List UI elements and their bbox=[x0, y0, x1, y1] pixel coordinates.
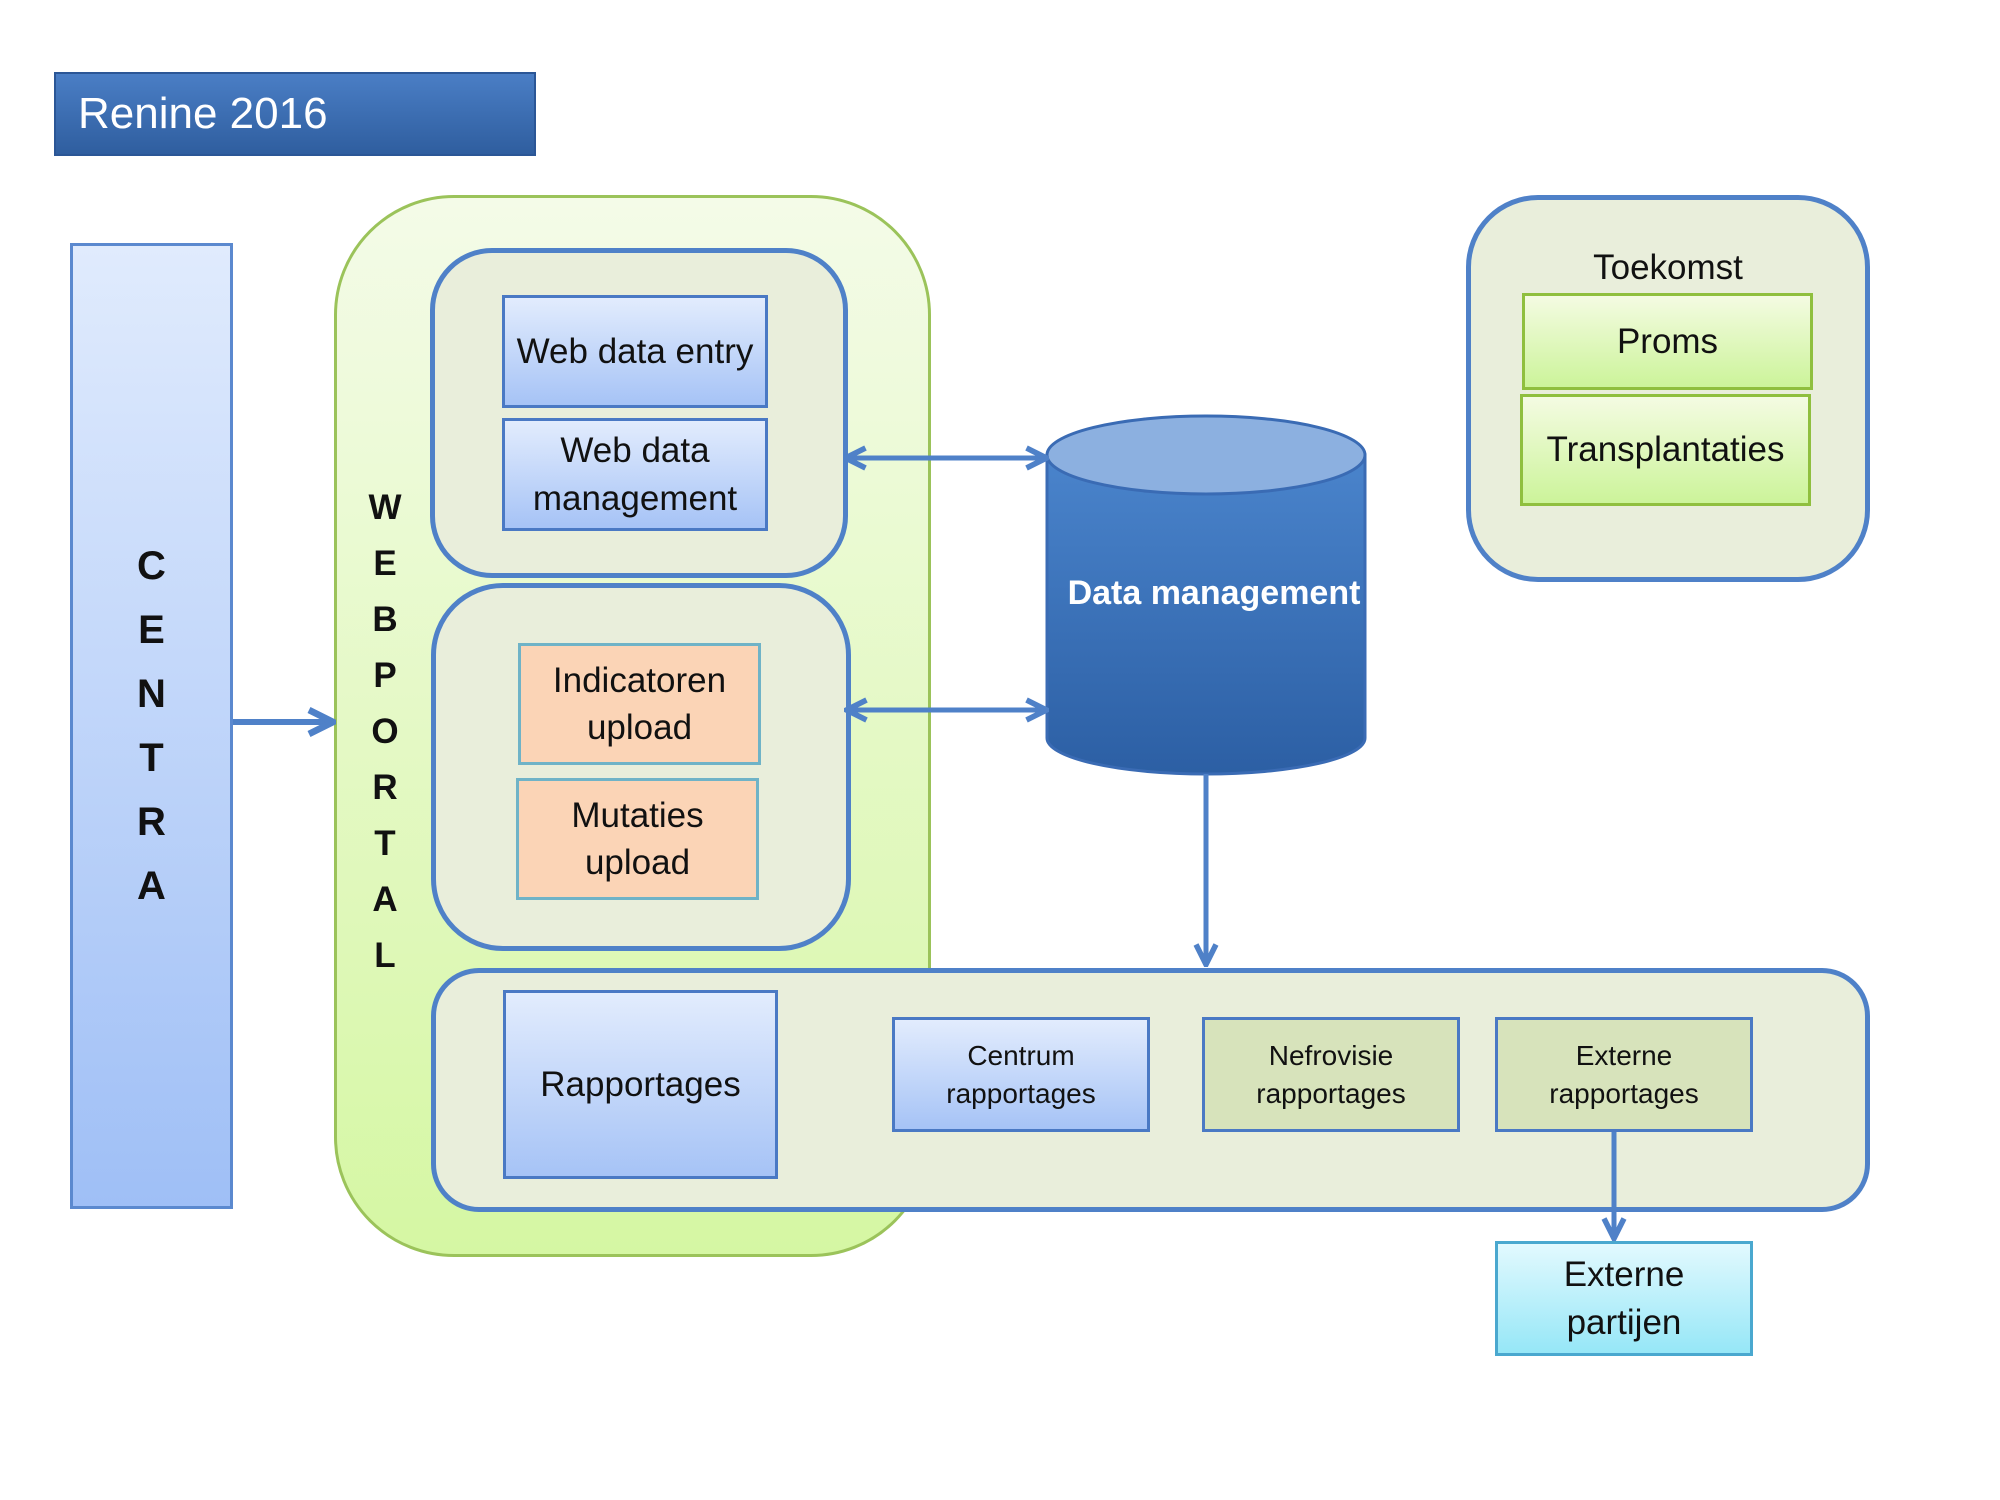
rapportages-label: Rapportages bbox=[540, 1064, 741, 1104]
webportal-letter: A bbox=[372, 880, 398, 919]
transplantaties-label: Transplantaties bbox=[1546, 430, 1785, 470]
database-label: Data management bbox=[1067, 574, 1361, 612]
centra-letter: A bbox=[137, 864, 166, 908]
web-data-entry-label: Web data entry bbox=[516, 331, 754, 371]
webportal-letter: L bbox=[374, 936, 396, 975]
webportal-letter: E bbox=[373, 544, 397, 583]
page-title: Renine 2016 bbox=[54, 72, 536, 156]
indicatoren-upload-label: Indicatoren upload bbox=[552, 660, 727, 747]
nefrovisie-rapportages-label: Nefrovisie rapportages bbox=[1256, 1039, 1406, 1109]
centra-letter: E bbox=[138, 608, 165, 652]
centrum-rapportages-label: Centrum rapportages bbox=[946, 1039, 1096, 1109]
web-data-entry-box: Web data entry bbox=[502, 295, 768, 408]
webportal-label: W E B P O R T A L bbox=[354, 480, 416, 980]
externe-rapportages-box: Externe rapportages bbox=[1495, 1017, 1753, 1132]
webportal-letter: R bbox=[372, 768, 398, 807]
transplantaties-box: Transplantaties bbox=[1520, 394, 1811, 506]
webportal-letter: B bbox=[372, 600, 398, 639]
proms-box: Proms bbox=[1522, 293, 1813, 390]
centra-letter: T bbox=[139, 736, 164, 780]
toekomst-label: Toekomst bbox=[1593, 248, 1743, 287]
rapportages-box: Rapportages bbox=[503, 990, 778, 1179]
webportal-letter: W bbox=[368, 488, 402, 527]
externe-rapportages-label: Externe rapportages bbox=[1549, 1039, 1699, 1109]
web-data-management-box: Web data management bbox=[502, 418, 768, 531]
centra-letter: C bbox=[137, 544, 166, 588]
centra-column: C E N T R A bbox=[70, 243, 233, 1209]
webportal-letter: O bbox=[371, 712, 399, 751]
mutaties-upload-label: Mutaties upload bbox=[571, 795, 704, 882]
centrum-rapportages-box: Centrum rapportages bbox=[892, 1017, 1150, 1132]
webportal-letter: T bbox=[374, 824, 396, 863]
centra-letter: R bbox=[137, 800, 166, 844]
web-data-management-label: Web data management bbox=[532, 431, 738, 518]
title-text: Renine 2016 bbox=[78, 89, 328, 138]
centra-letter: N bbox=[137, 672, 166, 716]
mutaties-upload-box: Mutaties upload bbox=[516, 778, 759, 900]
nefrovisie-rapportages-box: Nefrovisie rapportages bbox=[1202, 1017, 1460, 1132]
indicatoren-upload-box: Indicatoren upload bbox=[518, 643, 761, 765]
externe-partijen-box: Externe partijen bbox=[1495, 1241, 1753, 1356]
externe-partijen-label: Externe partijen bbox=[1563, 1255, 1685, 1342]
proms-label: Proms bbox=[1616, 321, 1719, 361]
webportal-letter: P bbox=[373, 656, 397, 695]
